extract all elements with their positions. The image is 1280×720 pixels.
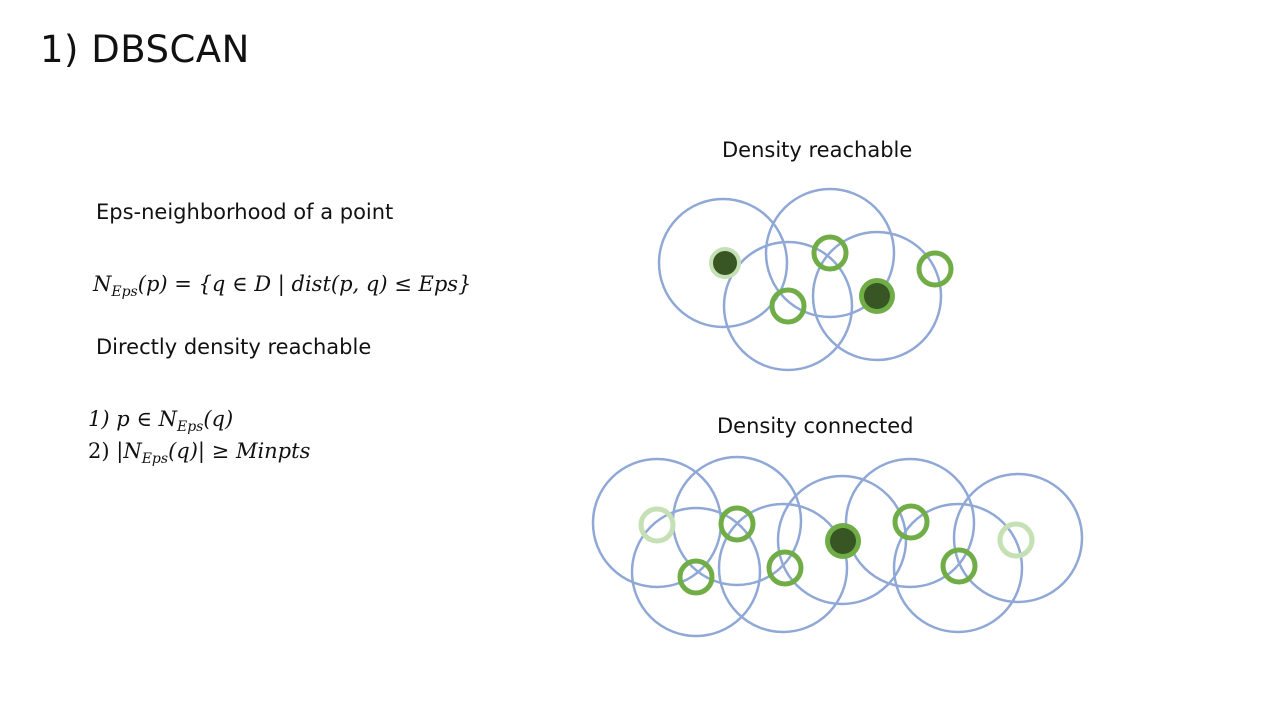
slide-title: 1) DBSCAN [40, 28, 250, 71]
outer-point [997, 521, 1035, 559]
border-point [811, 234, 849, 272]
eps-circle [952, 472, 1084, 604]
border-point [766, 549, 804, 587]
border-point [940, 547, 978, 585]
density-connected-diagram [591, 455, 1084, 638]
border-point [677, 558, 715, 596]
eps-circle [892, 502, 1024, 634]
border-point [916, 250, 954, 288]
eps-circle [844, 457, 976, 589]
density-reachable-caption: Density reachable [722, 138, 913, 162]
eps-circle [776, 474, 908, 606]
directly-density-reachable-heading: Directly density reachable [96, 335, 372, 359]
eps-circle [591, 457, 723, 589]
border-point [718, 505, 756, 543]
eps-circle [657, 197, 789, 329]
eps-circle [722, 240, 854, 372]
core-point [713, 251, 737, 275]
border-point [892, 503, 930, 541]
condition-2: 2) |NEps(q)| ≥ Minpts [88, 439, 311, 467]
core-point [830, 528, 856, 554]
eps-neighborhood-heading: Eps-neighborhood of a point [96, 200, 394, 224]
eps-circle [764, 187, 896, 319]
density-reachable-diagram [657, 187, 954, 372]
eps-neighborhood-formula: NEps(p) = {q ∈ D | dist(p, q) ≤ Eps} [93, 272, 472, 300]
eps-circle [630, 506, 762, 638]
core-point [864, 283, 890, 309]
outer-point [638, 506, 676, 544]
condition-1: 1) p ∈ NEps(q) [88, 407, 234, 435]
border-point [769, 287, 807, 325]
eps-circle [811, 230, 943, 362]
eps-circle [717, 502, 849, 634]
density-connected-caption: Density connected [717, 414, 914, 438]
